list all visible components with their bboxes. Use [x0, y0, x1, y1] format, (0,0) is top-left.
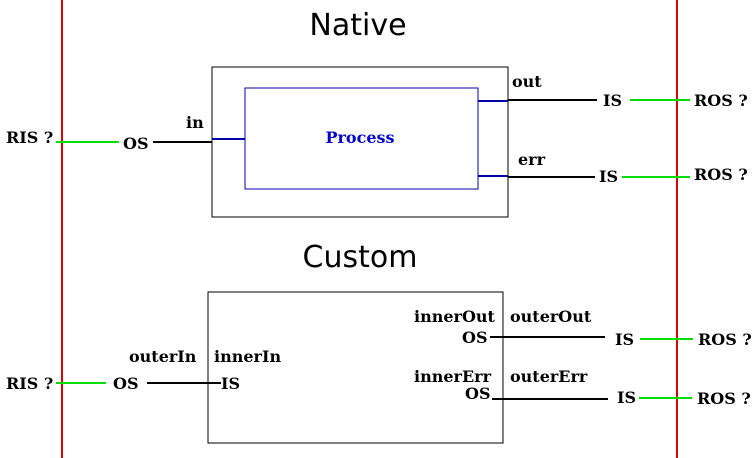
inner-err-os-label: OS [465, 384, 491, 403]
native-out-ros-label: ROS ? [694, 91, 748, 110]
inner-out-label: innerOut [414, 307, 496, 326]
custom-err-ros-label: ROS ? [697, 389, 751, 408]
native-err-label: err [518, 150, 546, 169]
custom-ris-label: RIS ? [6, 374, 53, 393]
outer-in-label: outerIn [129, 347, 197, 366]
native-os-label: OS [123, 134, 149, 153]
outer-out-label: outerOut [510, 307, 592, 326]
custom-out-ros-label: ROS ? [698, 330, 752, 349]
native-ris-label: RIS ? [6, 128, 53, 147]
native-out-is-label: IS [603, 91, 622, 110]
outer-err-label: outerErr [510, 367, 588, 386]
inner-in-is-label: IS [221, 374, 240, 393]
custom-out-is-label: IS [615, 330, 634, 349]
native-out-label: out [512, 72, 542, 91]
native-err-is-label: IS [599, 167, 618, 186]
custom-title: Custom [303, 240, 418, 275]
custom-err-is-label: IS [617, 388, 636, 407]
inner-err-label: innerErr [414, 367, 492, 386]
inner-out-os-label: OS [462, 328, 488, 347]
native-title: Native [309, 8, 406, 43]
native-err-ros-label: ROS ? [694, 165, 748, 184]
process-label: Process [325, 128, 394, 147]
native-in-label: in [186, 113, 204, 132]
inner-in-label: innerIn [214, 347, 281, 366]
custom-box [207, 291, 504, 444]
custom-os-label: OS [113, 374, 139, 393]
